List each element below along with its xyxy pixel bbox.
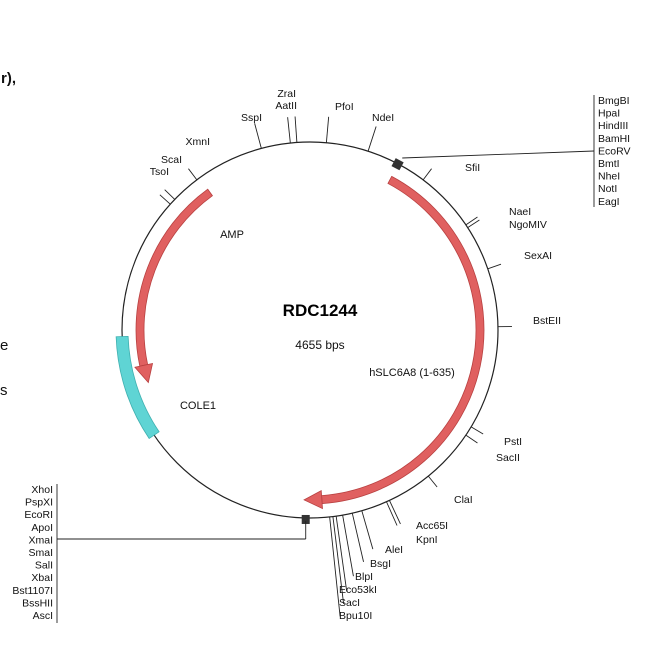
site-label-xmni: XmnI xyxy=(185,136,210,148)
mcs-top-label-noti: NotI xyxy=(598,183,617,195)
site-tick-naei xyxy=(465,216,478,226)
cropped-text-mid-left-2: s xyxy=(0,382,8,399)
site-tick-bpu10i xyxy=(329,516,341,617)
site-tick-xmni xyxy=(188,168,198,181)
feature-label-cole1: COLE1 xyxy=(180,400,216,412)
site-tick-alei xyxy=(361,510,374,550)
site-tick-sacii xyxy=(465,434,478,444)
site-label-tsoi: TsoI xyxy=(150,166,169,178)
mcs-left-label-xhoi: XhoI xyxy=(31,484,53,496)
cropped-text-top-left: r), xyxy=(1,70,16,87)
mcs-top-marker xyxy=(391,158,404,171)
site-label-ndei: NdeI xyxy=(372,112,394,124)
feature-amp-body xyxy=(135,188,213,367)
mcs-top-leader xyxy=(402,150,595,159)
mcs-left-label-bst1107i: Bst1107I xyxy=(12,585,53,597)
mcs-left-label-pspxi: PspXI xyxy=(25,497,53,509)
site-label-psti: PstI xyxy=(504,436,522,448)
site-label-sexai: SexAI xyxy=(524,250,552,262)
feature-hslc6a8-1-635-arrowhead xyxy=(303,489,323,510)
site-tick-kpni xyxy=(386,501,398,526)
site-label-blpi: BlpI xyxy=(355,571,373,583)
site-label-pfoi: PfoI xyxy=(335,101,354,113)
site-tick-sexai xyxy=(487,263,502,270)
site-tick-eco53ki xyxy=(335,516,348,592)
plasmid-size: 4655 bps xyxy=(295,338,344,352)
mcs-top-label-hindiii: HindIII xyxy=(598,120,628,132)
site-tick-sspi xyxy=(254,123,262,149)
features-layer: AMP hSLC6A8 (1-635) COLE1 xyxy=(115,175,485,510)
site-tick-psti xyxy=(470,426,484,435)
mcs-left-label-apoi: ApoI xyxy=(31,522,53,534)
site-tick-saci xyxy=(332,516,345,604)
mcs-left-label-ecori: EcoRI xyxy=(24,509,53,521)
plasmid-backbone xyxy=(121,141,499,519)
cropped-text-mid-left-1: e xyxy=(0,337,9,354)
site-tick-sfii xyxy=(422,168,432,181)
site-label-saci: SacI xyxy=(339,597,360,609)
mcs-left-label-bsshii: BssHII xyxy=(22,597,53,609)
site-tick-aatii xyxy=(294,116,298,143)
mcs-left-label-sali: SalI xyxy=(35,560,53,572)
mcs-top-label-hpai: HpaI xyxy=(598,108,620,120)
mcs-left-label-asci: AscI xyxy=(33,610,53,622)
site-tick-ndei xyxy=(367,126,377,152)
site-label-kpni: KpnI xyxy=(416,534,438,546)
mcs-top-label-bmti: BmtI xyxy=(598,158,620,170)
site-label-alei: AleI xyxy=(385,544,403,556)
site-tick-pfoi xyxy=(325,116,330,143)
feature-hslc6a8-1-635-body xyxy=(321,175,485,505)
mcs-left-marker xyxy=(301,514,310,524)
site-tick-tsoi xyxy=(159,194,171,205)
site-label-naei: NaeI xyxy=(509,206,531,218)
site-tick-zrai xyxy=(287,117,291,144)
site-tick-scai xyxy=(164,189,176,200)
feature-label-amp: AMP xyxy=(220,229,244,241)
feature-amp-arrowhead xyxy=(134,362,154,384)
site-label-bpu10i: Bpu10I xyxy=(339,610,372,622)
mcs-top-label-bmgbi: BmgBI xyxy=(598,95,630,107)
mcs-top-label-eagi: EagI xyxy=(598,196,620,208)
site-label-bsteii: BstEII xyxy=(533,315,561,327)
site-tick-blpi xyxy=(342,515,354,577)
mcs-top-label-nhei: NheI xyxy=(598,171,620,183)
site-label-acc65i: Acc65I xyxy=(416,520,448,532)
site-label-aatii: AatII xyxy=(275,100,297,112)
mcs-top-label-bamhi: BamHI xyxy=(598,133,630,145)
site-label-scai: ScaI xyxy=(161,154,182,166)
site-label-clai: ClaI xyxy=(454,494,473,506)
feature-label-hslc6a8-1-635: hSLC6A8 (1-635) xyxy=(369,367,455,379)
site-tick-ngomiv xyxy=(467,219,480,228)
mcs-left-label-xmai: XmaI xyxy=(28,534,53,546)
site-tick-acc65i xyxy=(389,500,401,525)
site-tick-bsgi xyxy=(351,513,364,563)
site-tick-clai xyxy=(427,475,438,488)
site-label-bsgi: BsgI xyxy=(370,558,391,570)
feature-cole1-band xyxy=(115,335,160,440)
mcs-left-label-xbai: XbaI xyxy=(31,572,53,584)
plasmid-name: RDC1244 xyxy=(283,301,358,320)
site-label-ngomiv: NgoMIV xyxy=(509,219,547,231)
site-label-sacii: SacII xyxy=(496,452,520,464)
mcs-top-label-ecorv: EcoRV xyxy=(598,145,631,157)
site-label-sfii: SfiI xyxy=(465,162,480,174)
mcs-layer: BmgBIHpaIHindIIIBamHIEcoRVBmtINheINotIEa… xyxy=(12,95,631,623)
mcs-left-label-smai: SmaI xyxy=(28,547,53,559)
site-label-sspi: SspI xyxy=(241,112,262,124)
site-label-eco53ki: Eco53kI xyxy=(339,584,377,596)
site-label-zrai: ZraI xyxy=(277,88,296,100)
